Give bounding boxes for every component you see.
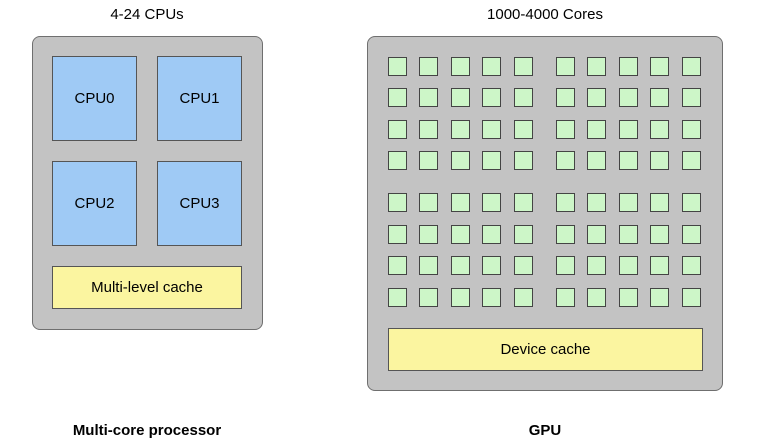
gpu-core [682, 120, 701, 139]
gpu-core [388, 193, 407, 212]
gpu-core [682, 88, 701, 107]
cpu-core: CPU0 [52, 56, 137, 141]
gpu-core [419, 256, 438, 275]
gpu-core [587, 193, 606, 212]
gpu-core [451, 256, 470, 275]
gpu-core [419, 88, 438, 107]
gpu-core [482, 193, 501, 212]
gpu-core [419, 120, 438, 139]
cpu-core: CPU2 [52, 161, 137, 246]
gpu-core [650, 120, 669, 139]
gpu-core [482, 256, 501, 275]
gpu-core [682, 288, 701, 307]
gpu-core [682, 57, 701, 76]
gpu-core [650, 57, 669, 76]
gpu-core [650, 225, 669, 244]
gpu-core [682, 193, 701, 212]
gpu-core [682, 256, 701, 275]
gpu-core [388, 256, 407, 275]
gpu-core [587, 120, 606, 139]
gpu-core [451, 57, 470, 76]
gpu-core [514, 151, 533, 170]
gpu-core [388, 225, 407, 244]
gpu-core [556, 225, 575, 244]
gpu-core [556, 57, 575, 76]
gpu-core [587, 288, 606, 307]
gpu-core [514, 256, 533, 275]
gpu-core [514, 88, 533, 107]
gpu-core [682, 225, 701, 244]
gpu-core [587, 225, 606, 244]
gpu-core [451, 225, 470, 244]
gpu-core [556, 193, 575, 212]
gpu-core [451, 193, 470, 212]
gpu-core [650, 88, 669, 107]
gpu-core [514, 225, 533, 244]
gpu-core [451, 151, 470, 170]
gpu-core [482, 151, 501, 170]
gpu-core [619, 225, 638, 244]
device-cache: Device cache [388, 328, 703, 371]
gpu-core [451, 288, 470, 307]
gpu-core [514, 57, 533, 76]
cpu-core: CPU1 [157, 56, 242, 141]
gpu-core [388, 88, 407, 107]
cpu-caption: Multi-core processor [72, 422, 222, 439]
gpu-core [388, 151, 407, 170]
gpu-core [419, 193, 438, 212]
gpu-core [650, 193, 669, 212]
gpu-core [388, 288, 407, 307]
gpu-core [388, 120, 407, 139]
gpu-core [482, 57, 501, 76]
gpu-core [482, 120, 501, 139]
gpu-core [650, 288, 669, 307]
gpu-core [482, 288, 501, 307]
gpu-core [419, 225, 438, 244]
gpu-core [619, 88, 638, 107]
gpu-core [650, 256, 669, 275]
gpu-core [587, 256, 606, 275]
gpu-core [619, 57, 638, 76]
gpu-core [514, 193, 533, 212]
gpu-core [419, 57, 438, 76]
gpu-core [619, 193, 638, 212]
gpu-core [682, 151, 701, 170]
gpu-core [419, 288, 438, 307]
gpu-core [482, 88, 501, 107]
gpu-core [482, 225, 501, 244]
gpu-core [514, 288, 533, 307]
gpu-core [556, 88, 575, 107]
gpu-core [587, 88, 606, 107]
gpu-core [556, 288, 575, 307]
gpu-core [650, 151, 669, 170]
gpu-core [556, 120, 575, 139]
gpu-core [619, 288, 638, 307]
gpu-core [419, 151, 438, 170]
gpu-core [556, 256, 575, 275]
cpu-core: CPU3 [157, 161, 242, 246]
gpu-core-count-label: 1000-4000 Cores [487, 6, 603, 23]
gpu-core [451, 88, 470, 107]
gpu-core [619, 120, 638, 139]
gpu-core [587, 151, 606, 170]
gpu-core [451, 120, 470, 139]
gpu-core [556, 151, 575, 170]
gpu-caption: GPU [528, 422, 562, 439]
multi-level-cache: Multi-level cache [52, 266, 242, 309]
gpu-core [388, 57, 407, 76]
cpu-count-label: 4-24 CPUs [110, 6, 184, 23]
gpu-core [619, 151, 638, 170]
gpu-core [587, 57, 606, 76]
gpu-core [514, 120, 533, 139]
gpu-core [619, 256, 638, 275]
